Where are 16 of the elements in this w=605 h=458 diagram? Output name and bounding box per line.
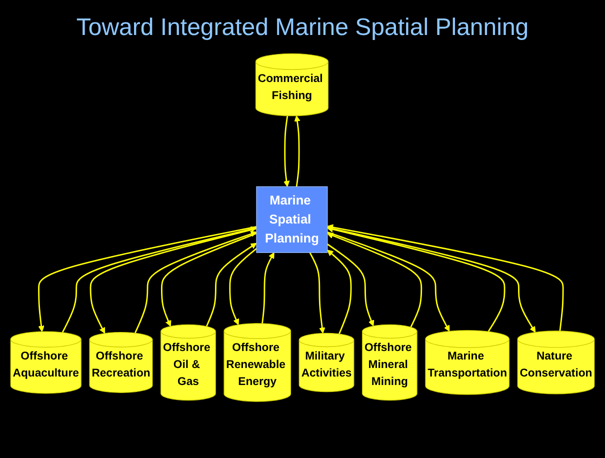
arrow bbox=[294, 115, 300, 187]
arrow bbox=[90, 228, 257, 334]
arrow bbox=[326, 244, 374, 326]
arrow bbox=[327, 231, 450, 332]
arrow bbox=[309, 252, 326, 334]
arrow bbox=[206, 242, 257, 327]
arrow bbox=[283, 116, 290, 187]
arrow bbox=[327, 232, 422, 328]
diagram-title: Toward Integrated Marine Spatial Planning bbox=[75, 14, 530, 42]
arrow bbox=[327, 250, 352, 334]
arrow bbox=[160, 232, 257, 327]
arrow bbox=[327, 226, 506, 332]
arrow bbox=[134, 230, 257, 334]
arrow bbox=[262, 252, 274, 324]
arrow bbox=[229, 248, 257, 326]
node-box: Marine Spatial Planning bbox=[256, 186, 328, 253]
